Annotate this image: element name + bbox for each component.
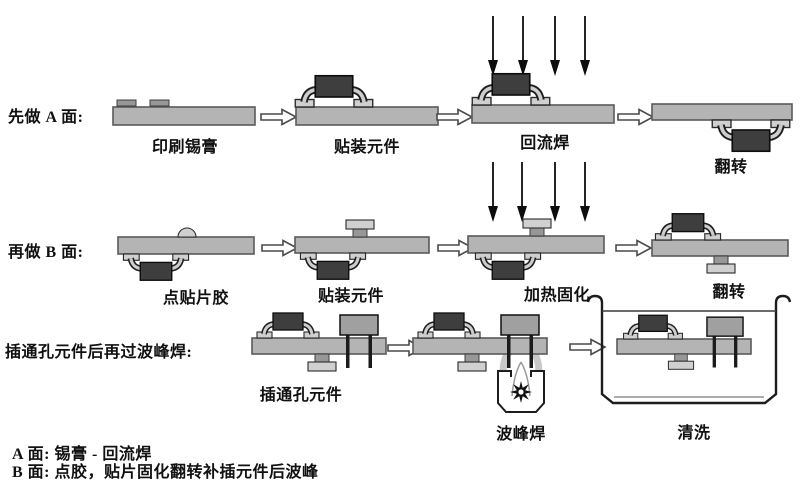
- pcb-board: [651, 103, 793, 121]
- note-side-b: B 面: 点胶，贴片固化翻转补插元件后波峰: [12, 464, 319, 481]
- row-c-step-wave-solder: [412, 313, 548, 413]
- flow-arrow-icon: [617, 108, 654, 126]
- pcb-board: [471, 104, 615, 124]
- flow-arrow-icon: [615, 239, 652, 257]
- row-b-step-place-components: [294, 219, 430, 279]
- cap-component-icon: [457, 353, 487, 372]
- note-side-a: A 面: 锡膏 - 回流焊: [12, 446, 152, 463]
- flow-arrow-icon: [569, 338, 606, 356]
- row-b-step-cure: [467, 161, 605, 279]
- step-caption-print-solder-paste: 印刷锡膏: [151, 139, 219, 156]
- row-a-step-flip: [651, 103, 793, 151]
- row-a-step-place-components: [295, 76, 439, 126]
- row-label-through-hole: 插通孔元件后再过波峰焊:: [5, 344, 193, 361]
- row-c-step-insert-through-hole: [251, 313, 387, 372]
- smt-component-icon: [300, 253, 365, 279]
- flow-arrow-icon: [261, 239, 298, 257]
- smt-component-icon: [418, 313, 480, 338]
- heat-arrows-icon: [487, 161, 591, 223]
- row-b-step-glue: [117, 227, 255, 280]
- smt-component-icon: [295, 76, 373, 107]
- step-caption-flip-b: 翻转: [712, 284, 746, 301]
- smt-component-icon: [472, 74, 550, 105]
- step-caption-clean: 清洗: [677, 425, 711, 442]
- smt-component-icon: [712, 120, 790, 151]
- step-caption-flip-a: 翻转: [714, 159, 748, 176]
- step-caption-dispense-glue: 点贴片胶: [162, 290, 230, 307]
- smt-component-icon: [475, 253, 540, 279]
- row-c-step-clean: [586, 294, 792, 405]
- row-a-step-print-solder-paste: [112, 99, 256, 126]
- step-caption-heat-cure: 加热固化: [523, 287, 591, 304]
- cap-component-icon: [667, 353, 695, 370]
- cap-component-icon: [307, 353, 337, 372]
- row-label-side-a: 先做 A 面:: [8, 109, 84, 126]
- solder-paste-icon: [116, 99, 137, 107]
- smt-component-icon: [123, 254, 188, 280]
- flow-arrow-icon: [260, 108, 297, 126]
- cap-component-icon: [345, 219, 375, 238]
- step-caption-place-components-b: 贴装元件: [317, 288, 385, 305]
- pcb-board: [112, 106, 256, 126]
- pcb-board: [467, 235, 605, 254]
- smt-component-icon: [624, 315, 683, 339]
- cleaning-tank-icon: [586, 294, 792, 405]
- step-caption-reflow: 回流焊: [520, 135, 570, 152]
- pcb-board: [616, 338, 752, 355]
- pcb-board: [412, 337, 548, 355]
- heat-arrows-icon: [487, 15, 591, 77]
- step-caption-wave-solder: 波峰焊: [496, 426, 546, 443]
- row-b-step-flip: [651, 214, 789, 274]
- row-a-step-reflow: [471, 15, 615, 124]
- smt-component-icon: [257, 313, 319, 338]
- pcb-board: [294, 236, 430, 254]
- flow-arrow-icon: [436, 108, 473, 126]
- pcb-board: [651, 239, 789, 257]
- gear-icon: [510, 381, 532, 403]
- step-caption-insert-through-hole: 插通孔元件: [259, 387, 343, 404]
- cap-component-icon: [522, 218, 552, 237]
- cap-component-icon: [706, 255, 736, 274]
- step-caption-place-components-a: 贴装元件: [333, 139, 401, 156]
- pcb-board: [251, 337, 387, 355]
- glue-dot-icon: [177, 227, 197, 238]
- solder-paste-icon: [149, 99, 170, 107]
- smt-component-icon: [655, 214, 720, 240]
- pcb-board: [117, 236, 255, 255]
- row-label-side-b: 再做 B 面:: [8, 244, 84, 261]
- pcb-board: [295, 106, 439, 126]
